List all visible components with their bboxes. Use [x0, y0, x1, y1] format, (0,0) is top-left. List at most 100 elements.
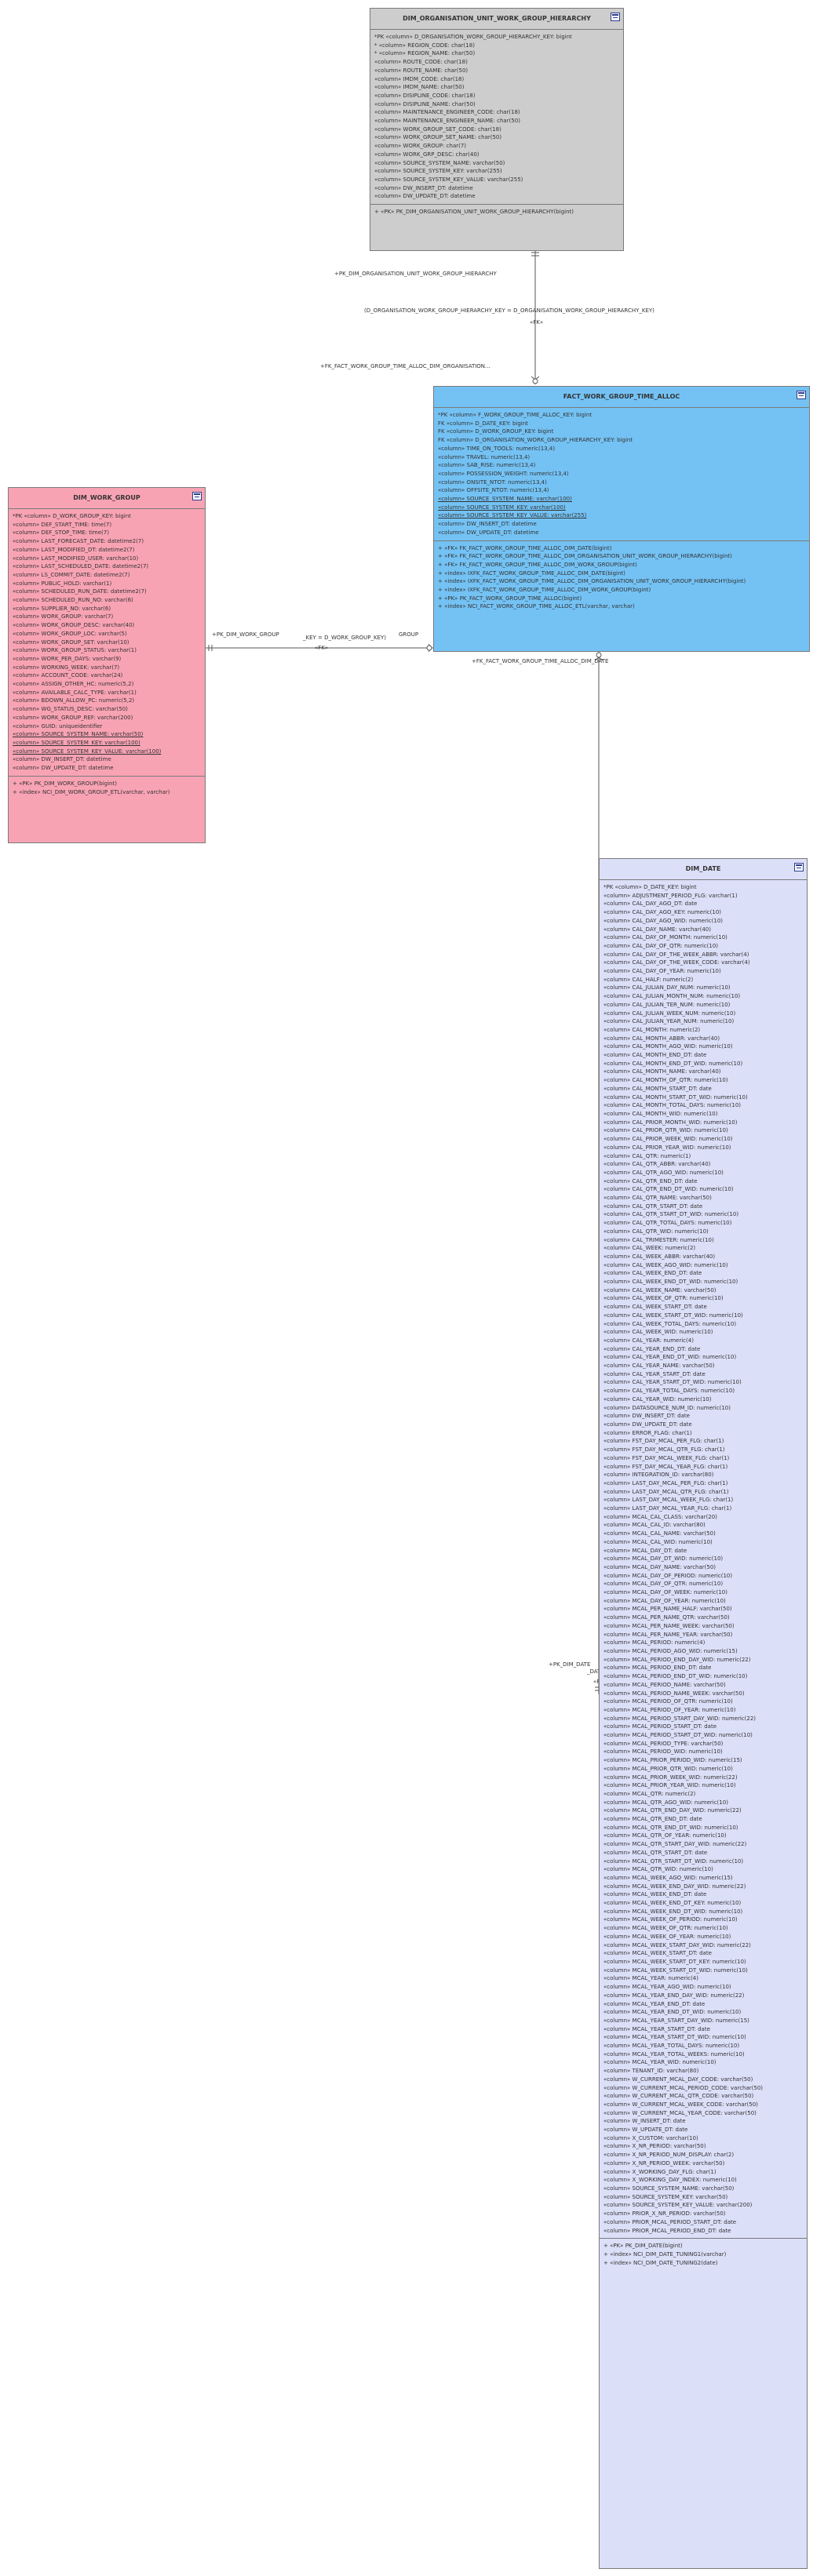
- column-row[interactable]: «column» CAL_YEAR_START_DT: date: [603, 1370, 706, 1377]
- column-row[interactable]: «column» X_NR_PERIOD_NUM_DISPLAY: char(2…: [603, 2152, 735, 2159]
- column-row[interactable]: «column» MCAL_YEAR_AGO_WID: numeric(10): [603, 1984, 731, 1991]
- column-row[interactable]: «column» CAL_WEEK_WID: numeric(10): [603, 1329, 713, 1336]
- column-row[interactable]: «column» CAL_YEAR_WID: numeric(10): [603, 1395, 712, 1403]
- entity-fact-work-group-time-alloc[interactable]: FACT_WORK_GROUP_TIME_ALLOC*PK «column» F…: [433, 386, 810, 652]
- column-row[interactable]: «column» TRAVEL: numeric(13,4): [438, 453, 531, 460]
- column-row[interactable]: «column» PRIOR_MCAL_PERIOD_START_DT: dat…: [603, 2218, 737, 2225]
- column-row[interactable]: «column» CAL_PRIOR_QTR_WID: numeric(10): [603, 1127, 728, 1134]
- column-row[interactable]: «column» LAST_DAY_MCAL_WEEK_FLG: char(1): [603, 1497, 734, 1504]
- entity-dim-work-group[interactable]: DIM_WORK_GROUP*PK «column» D_WORK_GROUP_…: [8, 487, 206, 843]
- column-row[interactable]: «column» MCAL_WEEK_START_DT_WID: numeric…: [603, 1967, 748, 1974]
- column-row[interactable]: «column» MCAL_PERIOD_END_DT_WID: numeric…: [603, 1673, 748, 1680]
- column-row[interactable]: «column» MCAL_YEAR_START_DT: date: [603, 2025, 710, 2032]
- column-row[interactable]: «column» MCAL_WEEK_START_DT: date: [603, 1950, 712, 1957]
- column-row[interactable]: *PK «column» F_WORK_GROUP_TIME_ALLOC_KEY…: [438, 412, 593, 418]
- column-row[interactable]: «column» W_CURRENT_MCAL_WEEK_CODE: varch…: [603, 2101, 758, 2108]
- entity-dim-date[interactable]: DIM_DATE*PK «column» D_DATE_KEY: bigint«…: [599, 858, 808, 2569]
- column-row[interactable]: «column» MCAL_CAL_ID: varchar(80): [603, 1522, 706, 1529]
- column-row[interactable]: «column» CAL_PRIOR_YEAR_WID: numeric(10): [603, 1144, 731, 1151]
- operation-row[interactable]: + «FK» FK_FACT_WORK_GROUP_TIME_ALLOC_DIM…: [438, 544, 612, 551]
- column-row[interactable]: «column» CAL_PRIOR_WEEK_WID: numeric(10): [603, 1136, 733, 1143]
- column-row[interactable]: FK «column» D_ORGANISATION_WORK_GROUP_HI…: [438, 437, 633, 444]
- column-row[interactable]: «column» FST_DAY_MCAL_YEAR_FLG: char(1): [603, 1463, 728, 1470]
- column-row[interactable]: «column» CAL_QTR_TOTAL_DAYS: numeric(10): [603, 1220, 732, 1227]
- column-row[interactable]: «column» POSSESSION_WEIGHT: numeric(13,4…: [438, 470, 569, 477]
- column-row[interactable]: «column» CAL_DAY_OF_MONTH: numeric(10): [603, 934, 727, 941]
- column-row[interactable]: «column» SOURCE_SYSTEM_NAME: varchar(100…: [438, 496, 572, 503]
- column-row[interactable]: «column» PUBLIC_HOLD: varchar(1): [13, 580, 112, 587]
- column-row[interactable]: «column» CAL_MONTH_OF_QTR: numeric(10): [603, 1077, 728, 1084]
- operation-row[interactable]: + «index» NCI_DIM_DATE_TUNING2(date): [603, 2259, 718, 2266]
- column-row[interactable]: FK «column» D_DATE_KEY: bigint: [438, 420, 528, 427]
- column-row[interactable]: «column» SCHEDULED_RUN_NO: varchar(6): [13, 597, 133, 604]
- column-row[interactable]: «column» MCAL_QTR_OF_YEAR: numeric(10): [603, 1832, 727, 1839]
- column-row[interactable]: «column» SAB_RISE: numeric(13,4): [438, 462, 536, 469]
- column-row[interactable]: «column» WORK_GROUP_REF: varchar(200): [13, 714, 133, 721]
- column-row[interactable]: «column» OFFSITE_NTOT: numeric(13,4): [438, 487, 549, 494]
- column-row[interactable]: «column» IMDM_NAME: char(50): [374, 84, 465, 91]
- column-row[interactable]: «column» MAINTENANCE_ENGINEER_CODE: char…: [374, 109, 520, 116]
- column-row[interactable]: «column» CAL_MONTH: numeric(2): [603, 1026, 701, 1033]
- column-row[interactable]: «column» MCAL_WEEK_START_DAY_WID: numeri…: [603, 1941, 751, 1948]
- column-row[interactable]: «column» MCAL_WEEK_OF_PERIOD: numeric(10…: [603, 1916, 738, 1923]
- column-row[interactable]: «column» DISIPLINE_NAME: char(50): [374, 100, 476, 107]
- column-row[interactable]: «column» CAL_DAY_AGO_DT: date: [603, 901, 698, 908]
- column-row[interactable]: «column» CAL_YEAR: numeric(4): [603, 1337, 694, 1344]
- column-row[interactable]: «column» CAL_JULIAN_WEEK_NUM: numeric(10…: [603, 1010, 736, 1017]
- column-row[interactable]: «column» MCAL_PERIOD_END_DT: date: [603, 1665, 712, 1672]
- column-row[interactable]: «column» FST_DAY_MCAL_QTR_FLG: char(1): [603, 1446, 725, 1454]
- column-row[interactable]: «column» CAL_PRIOR_MONTH_WID: numeric(10…: [603, 1119, 738, 1126]
- column-row[interactable]: «column» CAL_QTR_START_DT_WID: numeric(1…: [603, 1211, 739, 1218]
- column-row[interactable]: «column» MCAL_YEAR_END_DT_WID: numeric(1…: [603, 2009, 742, 2016]
- column-row[interactable]: «column» MCAL_YEAR_END_DAY_WID: numeric(…: [603, 1992, 745, 1999]
- column-row[interactable]: «column» MCAL_YEAR: numeric(4): [603, 1975, 698, 1982]
- column-row[interactable]: «column» MCAL_CAL_NAME: varchar(50): [603, 1530, 716, 1537]
- column-row[interactable]: «column» MCAL_WEEK_END_DT_WID: numeric(1…: [603, 1908, 743, 1915]
- column-row[interactable]: «column» CAL_DAY_OF_YEAR: numeric(10): [603, 968, 721, 975]
- column-row[interactable]: «column» SUPPLIER_NO: varchar(6): [13, 605, 111, 612]
- column-row[interactable]: «column» SOURCE_SYSTEM_KEY_VALUE: varcha…: [13, 748, 162, 755]
- column-row[interactable]: FK «column» D_WORK_GROUP_KEY: bigint: [438, 428, 554, 435]
- column-row[interactable]: «column» LAST_FORECAST_DATE: datetime2(7…: [13, 538, 144, 545]
- column-row[interactable]: «column» SOURCE_SYSTEM_KEY: varchar(100): [13, 739, 140, 746]
- column-row[interactable]: «column» DW_INSERT_DT: date: [603, 1413, 690, 1420]
- column-row[interactable]: «column» MCAL_WEEK_END_DAY_WID: numeric(…: [603, 1883, 746, 1890]
- column-row[interactable]: «column» MCAL_PERIOD_END_DAY_WID: numeri…: [603, 1656, 751, 1663]
- operation-row[interactable]: + «index» IXFK_FACT_WORK_GROUP_TIME_ALLO…: [438, 569, 625, 577]
- column-row[interactable]: «column» CAL_WEEK_START_DT: date: [603, 1304, 707, 1311]
- column-row[interactable]: «column» SOURCE_SYSTEM_KEY_VALUE: varcha…: [603, 2202, 753, 2209]
- column-row[interactable]: «column» MCAL_YEAR_TOTAL_DAYS: numeric(1…: [603, 2043, 740, 2050]
- column-row[interactable]: «column» CAL_TRIMESTER: numeric(10): [603, 1236, 714, 1243]
- column-row[interactable]: «column» MCAL_PERIOD_AGO_WID: numeric(15…: [603, 1647, 738, 1654]
- operation-row[interactable]: + «index» IXFK_FACT_WORK_GROUP_TIME_ALLO…: [438, 587, 651, 594]
- column-row[interactable]: «column» SOURCE_SYSTEM_KEY_VALUE: varcha…: [374, 176, 523, 183]
- column-row[interactable]: «column» CAL_YEAR_END_DT_WID: numeric(10…: [603, 1354, 737, 1361]
- column-row[interactable]: «column» CAL_QTR_AGO_WID: numeric(10): [603, 1169, 724, 1176]
- column-row[interactable]: «column» WORK_PER_DAYS: varchar(9): [13, 655, 122, 662]
- column-row[interactable]: *PK «column» D_WORK_GROUP_KEY: bigint: [13, 513, 131, 519]
- column-row[interactable]: «column» ROUTE_CODE: char(18): [374, 59, 468, 66]
- operation-row[interactable]: + «PK» PK_DIM_DATE(bigint): [603, 2243, 683, 2250]
- column-row[interactable]: *PK «column» D_ORGANISATION_WORK_GROUP_H…: [374, 34, 572, 40]
- column-row[interactable]: «column» DATASOURCE_NUM_ID: numeric(10): [603, 1404, 731, 1411]
- column-row[interactable]: «column» WORK_GROUP_SET: varchar(10): [13, 639, 129, 646]
- operation-row[interactable]: + «PK» PK_DIM_ORGANISATION_UNIT_WORK_GRO…: [374, 209, 574, 216]
- column-row[interactable]: «column» MCAL_PER_NAME_QTR: varchar(50): [603, 1614, 730, 1621]
- column-row[interactable]: «column» WORK_GROUP_SET_NAME: char(50): [374, 134, 502, 141]
- column-row[interactable]: «column» MCAL_PERIOD_OF_QTR: numeric(10): [603, 1698, 733, 1705]
- column-row[interactable]: «column» MCAL_DAY_OF_YEAR: numeric(10): [603, 1597, 726, 1604]
- column-row[interactable]: «column» CAL_MONTH_END_DT_WID: numeric(1…: [603, 1060, 743, 1067]
- column-row[interactable]: «column» ASSIGN_OTHER_HC: numeric(5,2): [13, 681, 134, 688]
- column-row[interactable]: «column» MCAL_PRIOR_YEAR_WID: numeric(10…: [603, 1782, 736, 1789]
- column-row[interactable]: «column» CAL_QTR_END_DT_WID: numeric(10): [603, 1186, 734, 1193]
- column-row[interactable]: «column» CAL_YEAR_START_DT_WID: numeric(…: [603, 1379, 742, 1386]
- column-row[interactable]: «column» MCAL_PRIOR_QTR_WID: numeric(10): [603, 1765, 733, 1772]
- column-row[interactable]: «column» CAL_MONTH_END_DT: date: [603, 1052, 707, 1059]
- column-row[interactable]: «column» DW_UPDATE_DT: datetime: [374, 193, 476, 200]
- column-row[interactable]: «column» MCAL_PERIOD_OF_YEAR: numeric(10…: [603, 1706, 736, 1713]
- column-row[interactable]: «column» LAST_DAY_MCAL_PER_FLG: char(1): [603, 1479, 728, 1486]
- column-row[interactable]: «column» MCAL_QTR_END_DAY_WID: numeric(2…: [603, 1807, 742, 1814]
- column-row[interactable]: «column» MCAL_WEEK_END_DT: date: [603, 1891, 707, 1898]
- column-row[interactable]: «column» SCHEDULED_RUN_DATE: datetime2(7…: [13, 588, 147, 595]
- column-row[interactable]: «column» SOURCE_SYSTEM_NAME: varchar(50): [374, 159, 505, 166]
